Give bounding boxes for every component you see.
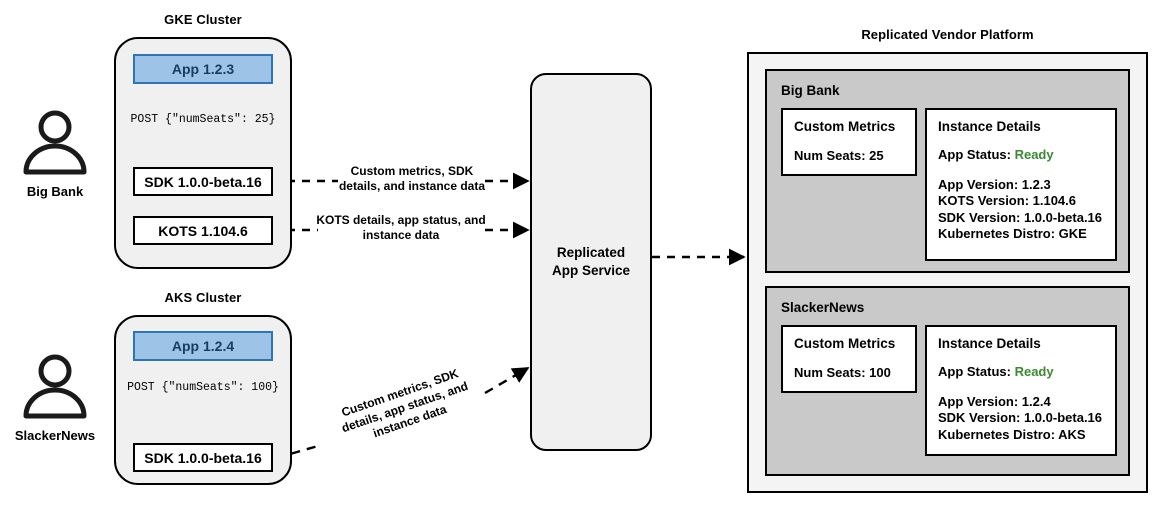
replicated-app-service-box[interactable]: Replicated App Service (530, 73, 652, 451)
instance-detail-row: Kubernetes Distro: AKS (938, 426, 1086, 442)
status-badge: Ready (1014, 364, 1054, 379)
vendor-platform-title: Replicated Vendor Platform (861, 27, 1034, 42)
instance-details-title: Instance Details (938, 119, 1041, 134)
aks-post-label: POST {"numSeats": 100} (127, 381, 279, 394)
instance-detail-row: App Version: 1.2.3 (938, 176, 1051, 192)
gke-post-label: POST {"numSeats": 25} (130, 113, 276, 126)
instance-detail-row: SDK Version: 1.0.0-beta.16 (938, 209, 1103, 225)
instance-detail-row: SDK Version: 1.0.0-beta.16 (938, 410, 1103, 425)
gke-app-box[interactable]: App 1.2.3 (133, 54, 273, 84)
person-icon (23, 110, 87, 175)
aks-app-box[interactable]: App 1.2.4 (133, 331, 273, 361)
gke-sdk-box[interactable]: SDK 1.0.0-beta.16 (133, 167, 273, 196)
aks-cluster-title: AKS Cluster (164, 290, 242, 305)
tenant-name: Big Bank (781, 83, 840, 98)
app-status-row: App Status: Ready (938, 147, 1104, 164)
edge-label-kots-to-service: KOTS details, app status, and instance d… (313, 213, 489, 243)
edge-label-line: instance data (362, 228, 440, 242)
custom-metrics-title: Custom Metrics (794, 336, 896, 351)
edge-label-line: details, and instance data (338, 179, 486, 193)
instance-details-panel[interactable]: Instance Details App Status: Ready App V… (925, 108, 1117, 261)
aks-sdk-box[interactable]: SDK 1.0.0-beta.16 (133, 443, 273, 472)
instance-details-panel[interactable]: Instance Details App Status: Ready App V… (925, 325, 1117, 456)
tenant-card-big-bank[interactable]: Big Bank Custom Metrics Num Seats: 25 In… (765, 69, 1130, 273)
instance-details-rows: App Version: 1.2.3 KOTS Version: 1.104.6… (938, 177, 1104, 243)
app-status-label: App Status: (938, 364, 1011, 379)
instance-detail-row: App Version: 1.2.4 (938, 393, 1051, 409)
instance-details-title: Instance Details (938, 336, 1041, 351)
app-status-label: App Status: (938, 147, 1011, 162)
tenant-name: SlackerNews (781, 300, 865, 315)
edge-label-line: Custom metrics, SDK (350, 164, 474, 178)
service-title-line2: App Service (551, 263, 631, 278)
instance-details-rows: App Version: 1.2.4 SDK Version: 1.0.0-be… (938, 394, 1104, 444)
tenant-card-slackernews[interactable]: SlackerNews Custom Metrics Num Seats: 10… (765, 286, 1130, 476)
status-badge: Ready (1014, 147, 1054, 162)
app-status-row: App Status: Ready (938, 364, 1104, 381)
custom-metrics-title: Custom Metrics (794, 119, 896, 134)
custom-metrics-row: Num Seats: 100 (794, 365, 891, 380)
instance-detail-row: Kubernetes Distro: GKE (938, 226, 1087, 241)
edge-label-sdk-to-service: Custom metrics, SDK details, and instanc… (336, 164, 488, 194)
custom-metrics-panel[interactable]: Custom Metrics Num Seats: 100 (781, 325, 917, 393)
instance-detail-row: KOTS Version: 1.104.6 (938, 193, 1077, 208)
custom-metrics-row: Num Seats: 25 (794, 148, 884, 163)
customer-label-big-bank: Big Bank (26, 184, 84, 199)
edge-label-line: KOTS details, app status, and (316, 213, 486, 227)
custom-metrics-panel[interactable]: Custom Metrics Num Seats: 25 (781, 108, 917, 176)
edge-label-aks-sdk-to-service: Custom metrics, SDK details, app status,… (317, 359, 492, 457)
service-title-line1: Replicated (556, 245, 626, 260)
gke-kots-box[interactable]: KOTS 1.104.6 (133, 216, 273, 245)
gke-cluster-title: GKE Cluster (164, 12, 242, 27)
person-icon (23, 354, 87, 419)
customer-label-slackernews: SlackerNews (14, 428, 96, 443)
vendor-platform-container: Big Bank Custom Metrics Num Seats: 25 In… (747, 52, 1148, 493)
